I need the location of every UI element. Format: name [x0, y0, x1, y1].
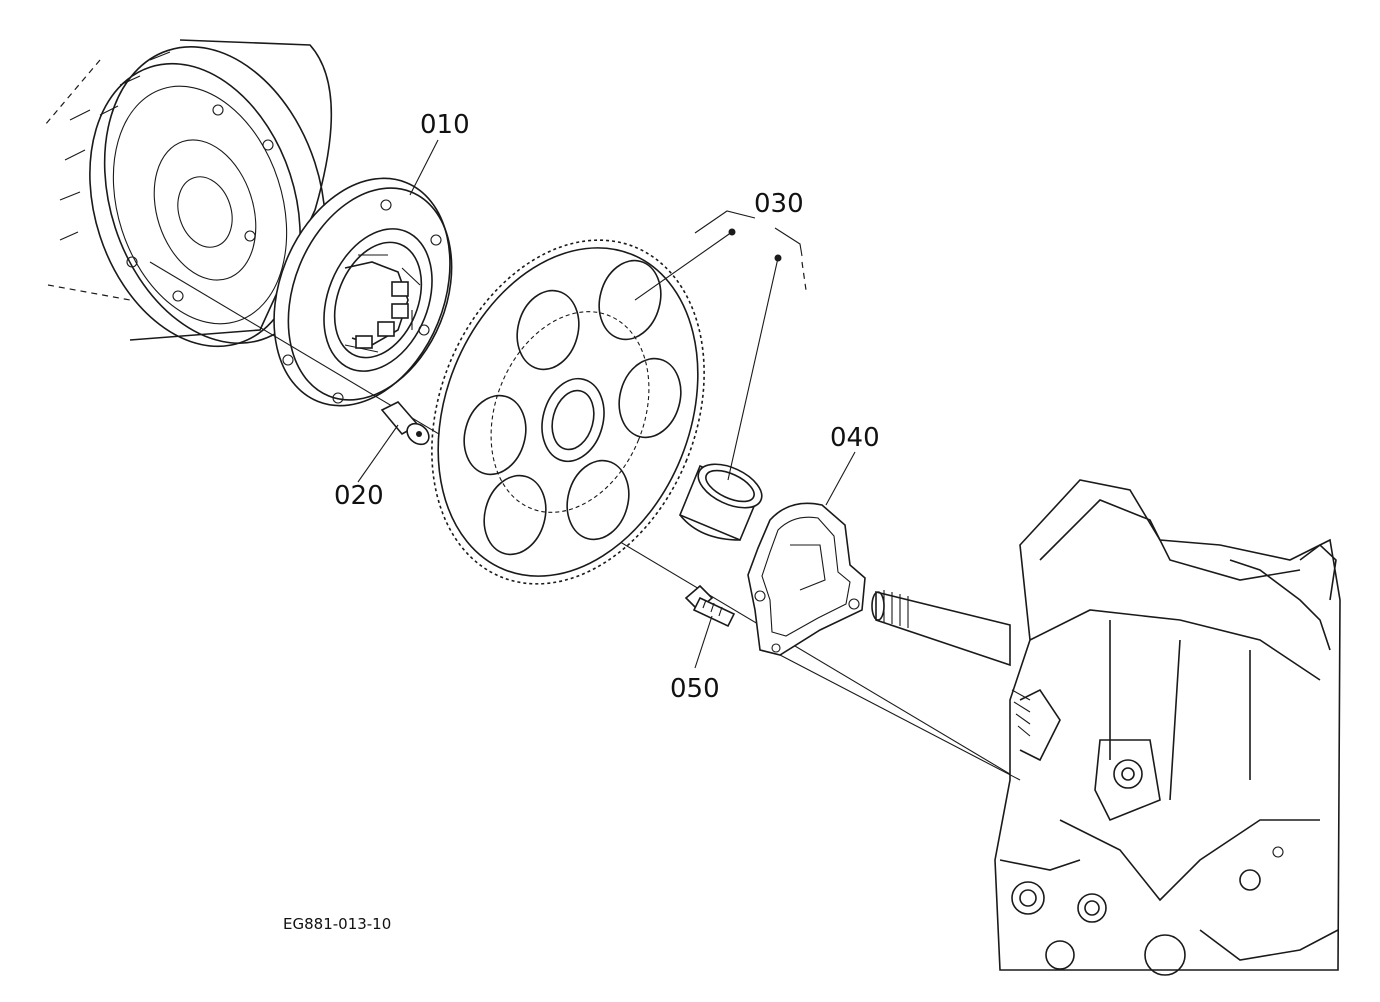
- part-040-bracket-plate: [747, 502, 866, 656]
- flywheel: [44, 39, 333, 348]
- leader-lines: [357, 139, 1021, 781]
- shaft: [871, 590, 1011, 667]
- starter-ring-gear: [431, 239, 705, 585]
- label-040: 040: [830, 423, 880, 453]
- label-030: 030: [754, 189, 804, 219]
- label-050: 050: [670, 674, 720, 704]
- figure-reference: EG881-013-10: [283, 915, 391, 933]
- part-050-bolt: [684, 584, 736, 628]
- part-020-bolt: [380, 401, 430, 446]
- label-010: 010: [420, 110, 470, 140]
- engine-case: [994, 479, 1341, 976]
- part-010-one-way-clutch: [273, 177, 453, 407]
- label-020: 020: [334, 481, 384, 511]
- part-030-bushing: [678, 463, 763, 542]
